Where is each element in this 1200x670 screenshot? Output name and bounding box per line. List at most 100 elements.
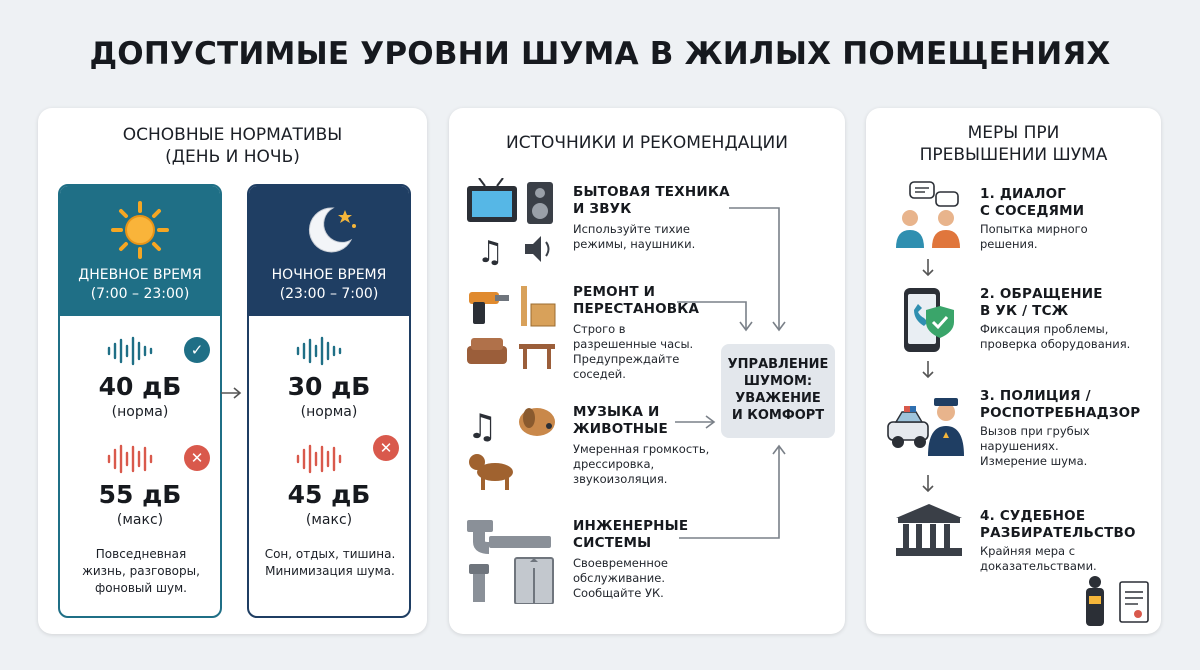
measure-desc-line: нарушениях. <box>980 439 1059 453</box>
center-line: И КОМФОРТ <box>731 408 825 423</box>
flow-arrows <box>675 207 786 539</box>
sun-icon <box>111 201 169 259</box>
measure-title: 1. ДИАЛОГ С СОСЕДЯМИ <box>980 186 1150 220</box>
sources-card: ИСТОЧНИКИ И РЕКОМЕНДАЦИИ ♫ БЫТОВАЯ ТЕХНИ… <box>449 108 845 634</box>
source-desc-line: Используйте тихие <box>573 222 690 236</box>
day-desc-line: Повседневная <box>95 547 187 561</box>
arrow-down-icon <box>922 361 934 379</box>
norms-title-line: ОСНОВНЫЕ НОРМАТИВЫ <box>122 125 343 145</box>
source-desc-line: разрешенные часы. <box>573 337 694 351</box>
sound-wave-ok-icon <box>107 336 153 366</box>
center-line: УВАЖЕНИЕ <box>735 391 821 406</box>
arrow-right-icon <box>221 387 242 399</box>
day-description: Повседневная жизнь, разговоры, фоновый ш… <box>66 546 216 597</box>
source-desc-line: Своевременное <box>573 556 668 570</box>
night-norm-value: 30 дБ <box>287 372 371 401</box>
center-line: ШУМОМ: <box>743 374 813 389</box>
measure-description: Попытка мирного решения. <box>980 222 1150 252</box>
source-title-line: РЕМОНТ И <box>573 284 656 300</box>
source-title-line: ПЕРЕСТАНОВКА <box>573 301 700 317</box>
night-max-label: (макс) <box>305 512 353 528</box>
night-description: Сон, отдых, тишина. Минимизация шума. <box>255 546 405 580</box>
cross-icon: ✕ <box>184 445 210 471</box>
norms-title: ОСНОВНЫЕ НОРМАТИВЫ (ДЕНЬ И НОЧЬ) <box>38 124 427 168</box>
source-title-line: БЫТОВАЯ ТЕХНИКА <box>573 184 730 200</box>
night-desc-line: Минимизация шума. <box>265 564 395 578</box>
center-line: УПРАВЛЕНИЕ <box>727 357 829 372</box>
day-panel-header: ДНЕВНОЕ ВРЕМЯ (7:00 – 23:00) <box>60 186 220 316</box>
source-desc-line: Предупреждайте <box>573 352 680 366</box>
norms-title-line: (ДЕНЬ И НОЧЬ) <box>165 147 300 167</box>
norms-card: ОСНОВНЫЕ НОРМАТИВЫ (ДЕНЬ И НОЧЬ) ДНЕВНОЕ… <box>38 108 427 634</box>
day-max-value: 55 дБ <box>98 480 182 509</box>
neighbors-dialog-icon <box>896 181 960 248</box>
measures-title-line: ПРЕВЫШЕНИИ ШУМА <box>919 145 1108 165</box>
source-description: Используйте тихие режимы, наушники. <box>573 222 733 252</box>
source-desc-line: соседей. <box>573 367 626 381</box>
day-hours: (7:00 – 23:00) <box>90 286 190 302</box>
day-name: ДНЕВНОЕ ВРЕМЯ <box>78 267 202 283</box>
night-desc-line: Сон, отдых, тишина. <box>264 547 396 561</box>
day-norm-value: 40 дБ <box>98 372 182 401</box>
source-desc-line: режимы, наушники. <box>573 237 696 251</box>
measure-title: 2. ОБРАЩЕНИЕ В УК / ТСЖ <box>980 286 1150 320</box>
measure-desc-line: Измерение шума. <box>980 454 1088 468</box>
courthouse-icon <box>896 504 962 556</box>
measure-title-line: 1. ДИАЛОГ <box>980 186 1067 202</box>
cross-icon: ✕ <box>373 435 399 461</box>
measures-card: МЕРЫ ПРИ ПРЕВЫШЕНИИ ШУМА 1. ДИАЛОГ С СОС… <box>866 108 1161 634</box>
source-title: БЫТОВАЯ ТЕХНИКА И ЗВУК <box>573 184 743 218</box>
sound-wave-max-icon <box>107 444 153 474</box>
measure-desc-line: Вызов при грубых <box>980 424 1090 438</box>
measure-title-line: 2. ОБРАЩЕНИЕ <box>980 286 1103 302</box>
pipes-elevator-icon <box>467 520 554 604</box>
measure-title: 3. ПОЛИЦИЯ / РОСПОТРЕБНАДЗОР <box>980 388 1150 422</box>
measure-title-line: 3. ПОЛИЦИЯ / <box>980 388 1091 404</box>
source-description: Своевременное обслуживание. Сообщайте УК… <box>573 556 733 601</box>
night-panel-header: НОЧНОЕ ВРЕМЯ (23:00 – 7:00) <box>249 186 409 316</box>
source-desc-line: дрессировка, <box>573 457 655 471</box>
day-max-label: (макс) <box>116 512 164 528</box>
measures-title: МЕРЫ ПРИ ПРЕВЫШЕНИИ ШУМА <box>866 122 1161 166</box>
night-hours: (23:00 – 7:00) <box>279 286 379 302</box>
source-title-line: МУЗЫКА И <box>573 404 660 420</box>
measure-description: Крайняя мера с доказательствами. <box>980 544 1150 574</box>
source-title-line: ИНЖЕНЕРНЫЕ <box>573 518 689 534</box>
night-panel: НОЧНОЕ ВРЕМЯ (23:00 – 7:00) 30 дБ (норма… <box>247 184 411 618</box>
day-norm-label: (норма) <box>111 404 169 420</box>
source-desc-line: звукоизоляция. <box>573 472 668 486</box>
measure-desc-line: доказательствами. <box>980 559 1097 573</box>
tv-speaker-icon: ♫ <box>467 178 553 268</box>
measure-title-line: РАЗБИРАТЕЛЬСТВО <box>980 525 1136 541</box>
source-description: Строго в разрешенные часы. Предупреждайт… <box>573 322 733 382</box>
measure-title-line: С СОСЕДЯМИ <box>980 203 1085 219</box>
day-desc-line: жизнь, разговоры, <box>82 564 200 578</box>
check-icon: ✓ <box>184 337 210 363</box>
measures-title-line: МЕРЫ ПРИ <box>967 123 1060 143</box>
sources-title: ИСТОЧНИКИ И РЕКОМЕНДАЦИИ <box>506 133 788 153</box>
measure-title: 4. СУДЕБНОЕ РАЗБИРАТЕЛЬСТВО <box>980 508 1150 542</box>
day-panel: ДНЕВНОЕ ВРЕМЯ (7:00 – 23:00) ✓ 40 дБ (но… <box>58 184 222 618</box>
measure-title-line: РОСПОТРЕБНАДЗОР <box>980 405 1141 421</box>
day-period-label: ДНЕВНОЕ ВРЕМЯ (7:00 – 23:00) <box>60 266 220 304</box>
noise-management-box: УПРАВЛЕНИЕ ШУМОМ: УВАЖЕНИЕ И КОМФОРТ <box>721 344 835 438</box>
arrow-down-icon <box>922 259 934 277</box>
source-desc-line: обслуживание. <box>573 571 665 585</box>
night-period-label: НОЧНОЕ ВРЕМЯ (23:00 – 7:00) <box>249 266 409 304</box>
source-title-line: СИСТЕМЫ <box>573 535 652 551</box>
source-title: РЕМОНТ И ПЕРЕСТАНОВКА <box>573 284 743 318</box>
day-desc-line: фоновый шум. <box>95 581 187 595</box>
source-title: МУЗЫКА И ЖИВОТНЫЕ <box>573 404 743 438</box>
source-title-line: ЖИВОТНЫЕ <box>573 421 668 437</box>
measure-title-line: 4. СУДЕБНОЕ <box>980 508 1086 524</box>
source-title-line: И ЗВУК <box>573 201 632 217</box>
page-title: ДОПУСТИМЫЕ УРОВНИ ШУМА В ЖИЛЫХ ПОМЕЩЕНИЯ… <box>89 36 1111 72</box>
moon-icon <box>309 207 356 253</box>
source-desc-line: Умеренная громкость, <box>573 442 710 456</box>
noise-meter-document-icon <box>1086 576 1149 626</box>
sound-wave-max-icon <box>296 444 342 474</box>
source-desc-line: Сообщайте УК. <box>573 586 664 600</box>
night-norm-label: (норма) <box>300 404 358 420</box>
svg-text:♫: ♫ <box>467 407 497 447</box>
measure-desc-line: Крайняя мера с <box>980 544 1076 558</box>
